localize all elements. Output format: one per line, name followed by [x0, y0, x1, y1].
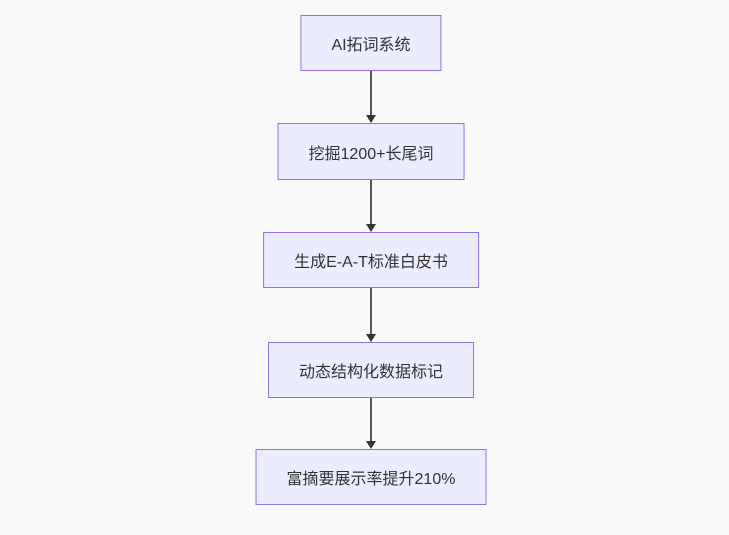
arrow-shaft: [370, 71, 372, 115]
arrow-shaft: [370, 398, 372, 441]
node-label: 富摘要展示率提升210%: [286, 471, 456, 488]
arrowhead-down-icon: [366, 115, 376, 123]
arrowhead-down-icon: [366, 224, 376, 232]
flowchart-node-rich-snippet-rate-increase: 富摘要展示率提升210%: [255, 449, 487, 505]
flowchart-node-generate-eat-whitepaper: 生成E-A-T标准白皮书: [263, 232, 479, 288]
arrowhead-down-icon: [366, 441, 376, 449]
flow-arrow-1: [366, 71, 376, 123]
flow-arrow-3: [366, 288, 376, 342]
flow-arrow-4: [366, 398, 376, 449]
arrow-shaft: [370, 180, 372, 224]
flowchart-node-dynamic-structured-data-markup: 动态结构化数据标记: [267, 342, 475, 398]
node-label: AI拓词系统: [331, 37, 411, 54]
node-label: 挖掘1200+长尾词: [308, 145, 434, 163]
node-label: 动态结构化数据标记: [298, 364, 444, 381]
flow-arrow-2: [366, 180, 376, 232]
arrow-shaft: [370, 288, 372, 334]
flowchart-node-ai-word-expansion-system: AI拓词系统: [300, 15, 442, 71]
node-label: 生成E-A-T标准白皮书: [294, 254, 448, 271]
arrowhead-down-icon: [366, 334, 376, 342]
flowchart-node-mine-longtail-keywords: 挖掘1200+长尾词: [277, 123, 465, 180]
